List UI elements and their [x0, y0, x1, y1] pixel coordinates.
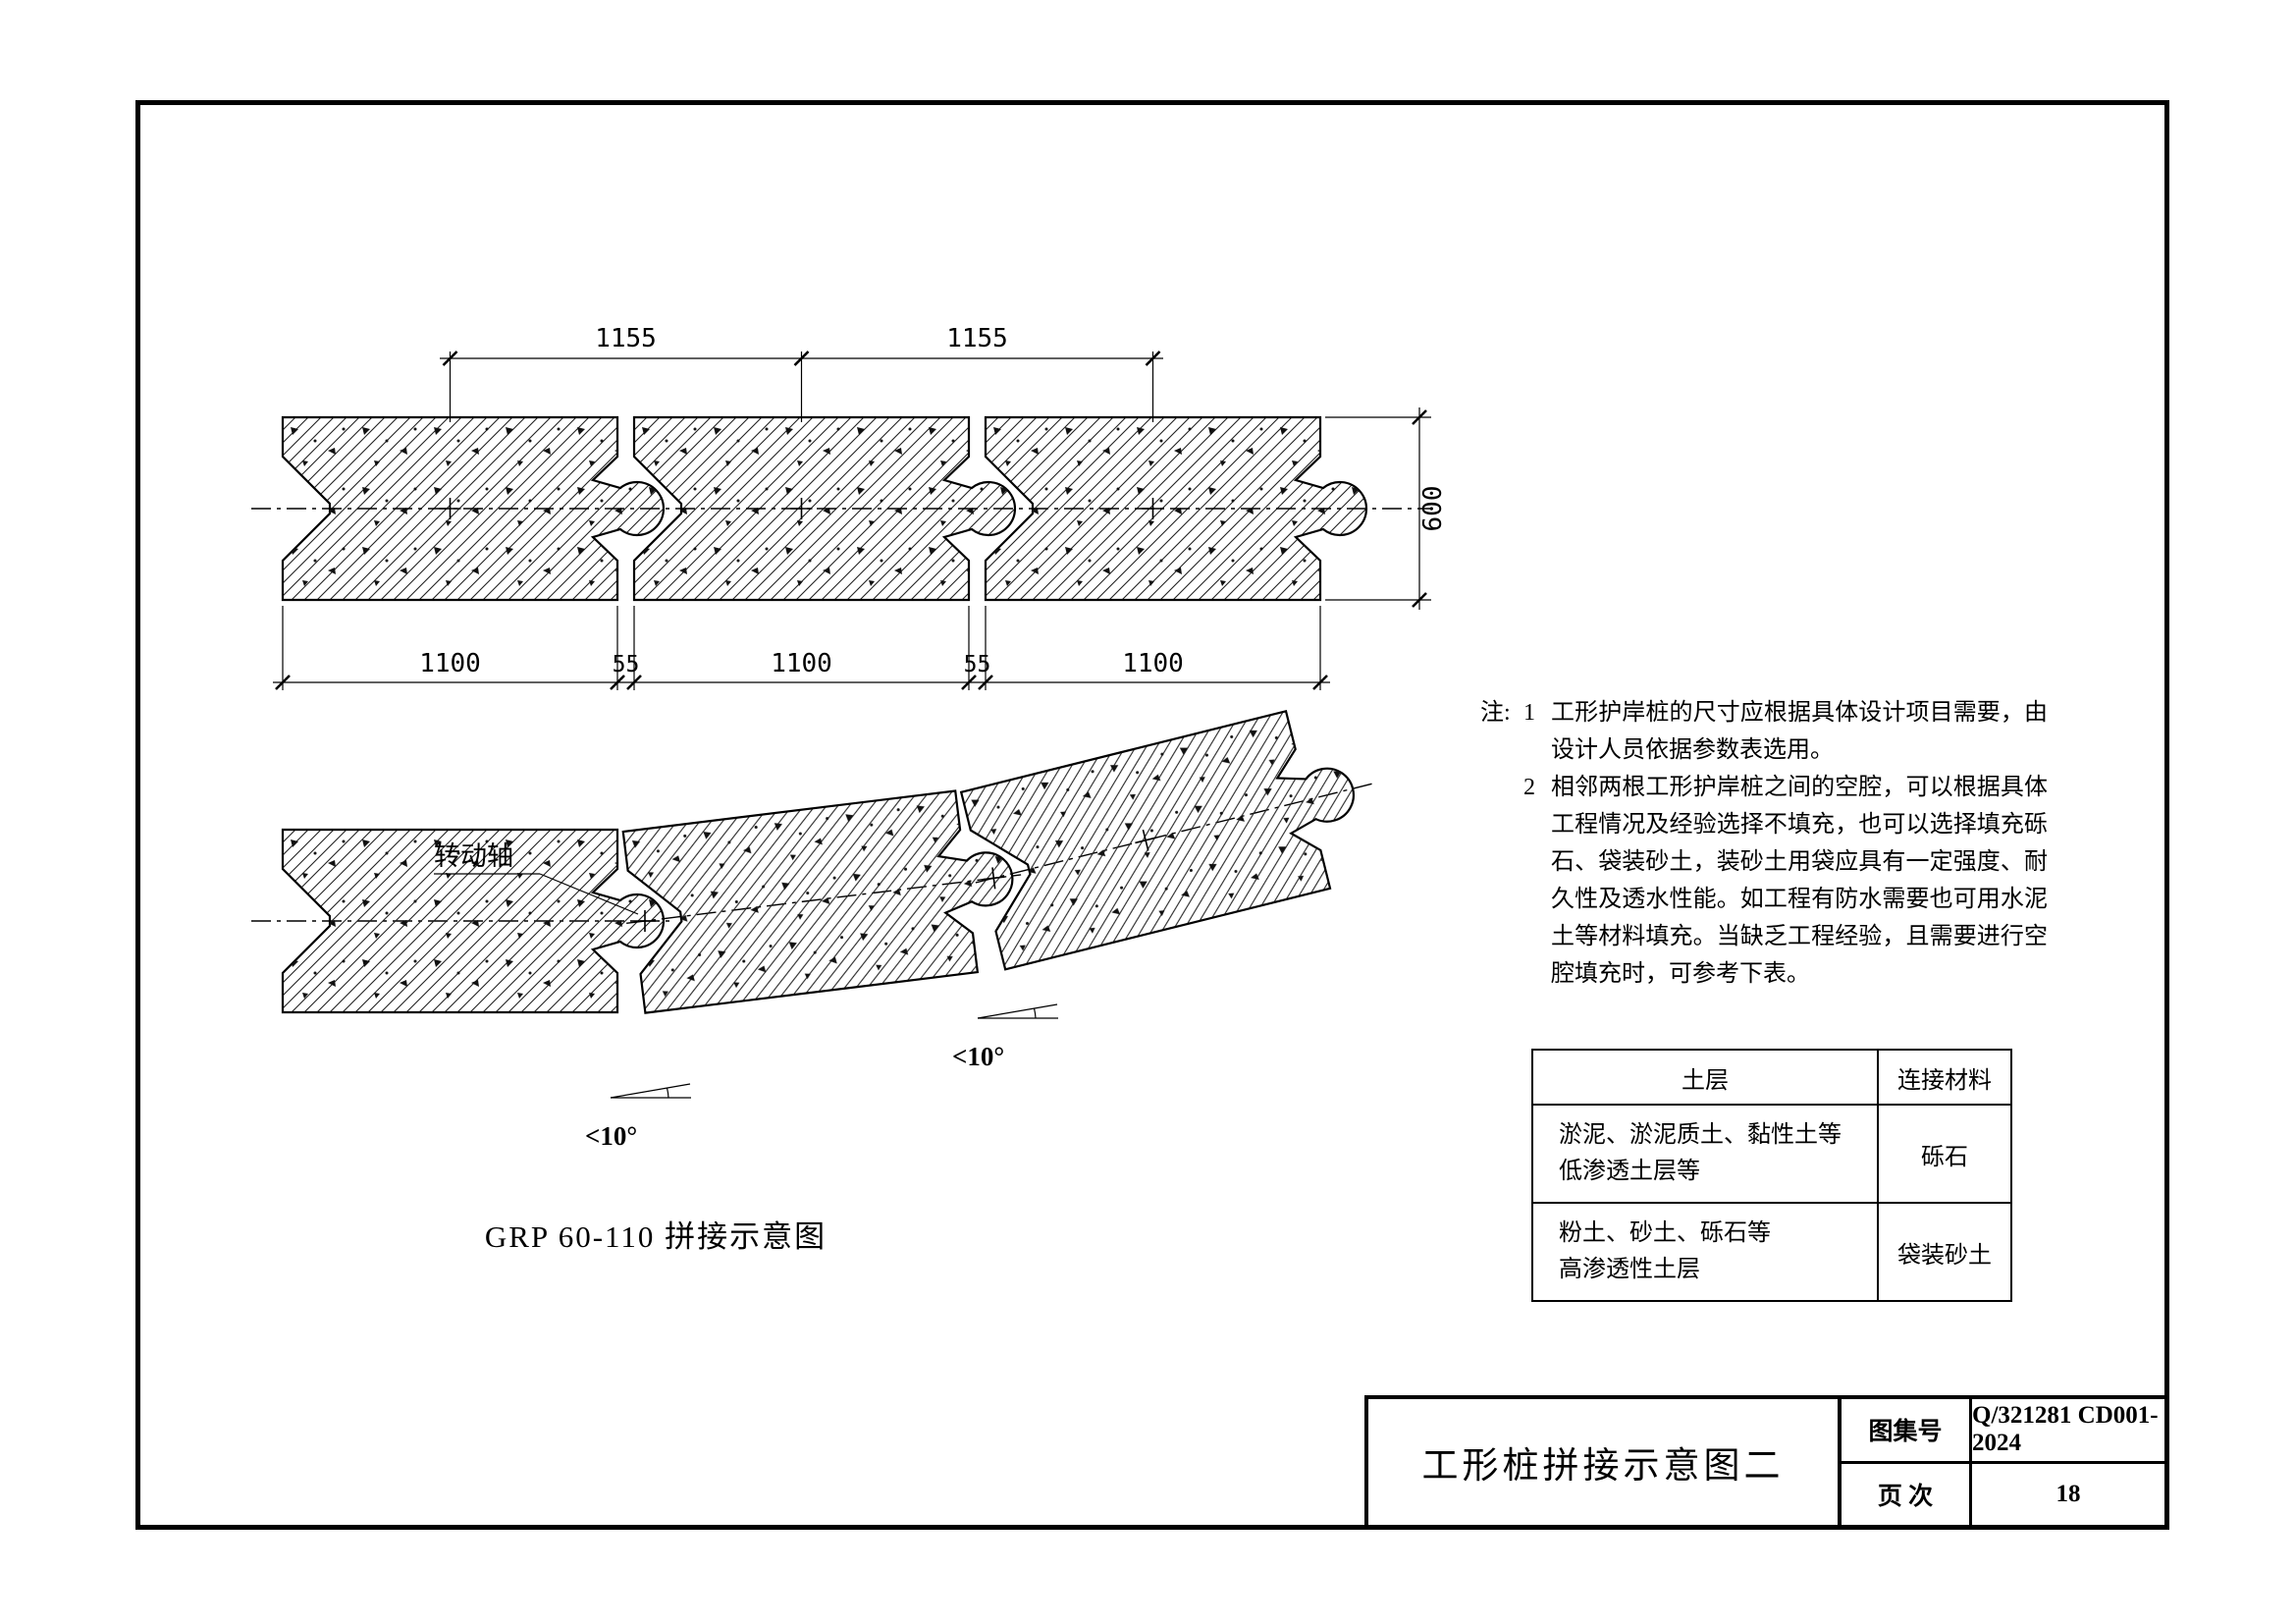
notes: 注: 1 工形护岸桩的尺寸应根据具体设计项目需要，由设计人员依据参数表选用。 2… — [1480, 694, 2048, 993]
pile-section-3 — [961, 700, 1374, 969]
dim-label-55-a: 55 — [613, 652, 640, 677]
rotation-axis-label: 转动轴 — [434, 841, 513, 871]
page-number-row: 页 次 18 — [1842, 1460, 2164, 1525]
material-cell: 袋装砂土 — [1877, 1202, 2012, 1302]
atlas-number-label: 图集号 — [1842, 1399, 1972, 1461]
dimension-height-600: 600 — [1325, 407, 1448, 610]
title-block: 工形桩拼接示意图二 图集号 Q/321281 CD001-2024 页 次 18 — [1364, 1395, 2164, 1525]
note-text: 工形护岸桩的尺寸应根据具体设计项目需要，由设计人员依据参数表选用。 — [1551, 700, 2048, 763]
table-header-row: 土层 连接材料 — [1531, 1049, 2012, 1106]
rotation-axis-callout: 转动轴 — [434, 841, 639, 915]
note-item-2: 2 相邻两根工形护岸桩之间的空腔，可以根据具体工程情况及经验选择不填充，也可以选… — [1480, 769, 2048, 993]
angle-label-b: <10° — [952, 1042, 1004, 1071]
soil-cell: 粉土、砂土、砾石等 高渗透性土层 — [1531, 1202, 1879, 1302]
page-number-value: 18 — [2056, 1480, 2081, 1507]
note-number: 2 — [1523, 775, 1535, 800]
title-block-right: 图集号 Q/321281 CD001-2024 页 次 18 — [1842, 1399, 2164, 1525]
pile-rotation-view: 转动轴 <10° <10° — [251, 692, 1401, 1254]
soil-cell: 淤泥、淤泥质土、黏性土等 低渗透土层等 — [1531, 1104, 1879, 1204]
dim-label-1100-a: 1100 — [419, 649, 481, 678]
pile-row-top-view: 1155 1155 — [251, 324, 1448, 690]
pile-section-2 — [623, 785, 1024, 1013]
atlas-number-value: Q/321281 CD001-2024 — [1972, 1402, 2159, 1457]
note-number: 1 — [1523, 700, 1535, 726]
dim-label-55-b: 55 — [964, 652, 991, 677]
dimension-widths: 1100 55 1100 55 1100 — [273, 606, 1330, 690]
material-cell: 砾石 — [1877, 1104, 2012, 1204]
angle-annotation-2: <10° — [952, 1003, 1058, 1071]
dimension-spacing-1155: 1155 1155 — [440, 324, 1163, 422]
table-row: 粉土、砂土、砾石等 高渗透性土层 袋装砂土 — [1531, 1202, 2012, 1302]
angle-annotation-1: <10° — [585, 1083, 691, 1151]
dim-label-1100-c: 1100 — [1122, 649, 1184, 678]
dim-label-1155-b: 1155 — [946, 324, 1008, 353]
fill-material-table: 土层 连接材料 淤泥、淤泥质土、黏性土等 低渗透土层等 砾石 粉土、砂土、砾石等… — [1531, 1049, 2012, 1302]
table-row: 淤泥、淤泥质土、黏性土等 低渗透土层等 砾石 — [1531, 1104, 2012, 1204]
joint-view-caption: GRP 60-110 拼接示意图 — [485, 1219, 827, 1254]
note-item-1: 注: 1 工形护岸桩的尺寸应根据具体设计项目需要，由设计人员依据参数表选用。 — [1480, 694, 2048, 769]
dim-label-1155-a: 1155 — [595, 324, 657, 353]
angle-label-a: <10° — [585, 1121, 637, 1151]
col-header-material: 连接材料 — [1877, 1049, 2012, 1106]
sheet-title: 工形桩拼接示意图二 — [1368, 1399, 1842, 1525]
dim-label-600: 600 — [1418, 486, 1448, 532]
notes-prefix: 注: — [1480, 700, 1511, 726]
atlas-number-row: 图集号 Q/321281 CD001-2024 — [1842, 1399, 2164, 1461]
col-header-soil: 土层 — [1531, 1049, 1879, 1106]
pile-splice-drawing: 1155 1155 — [251, 324, 1448, 1254]
dim-label-1100-b: 1100 — [771, 649, 832, 678]
sheet-border: 1155 1155 — [135, 100, 2169, 1530]
note-text: 相邻两根工形护岸桩之间的空腔，可以根据具体工程情况及经验选择不填充，也可以选择填… — [1551, 775, 2048, 987]
page-number-label: 页 次 — [1842, 1463, 1972, 1525]
